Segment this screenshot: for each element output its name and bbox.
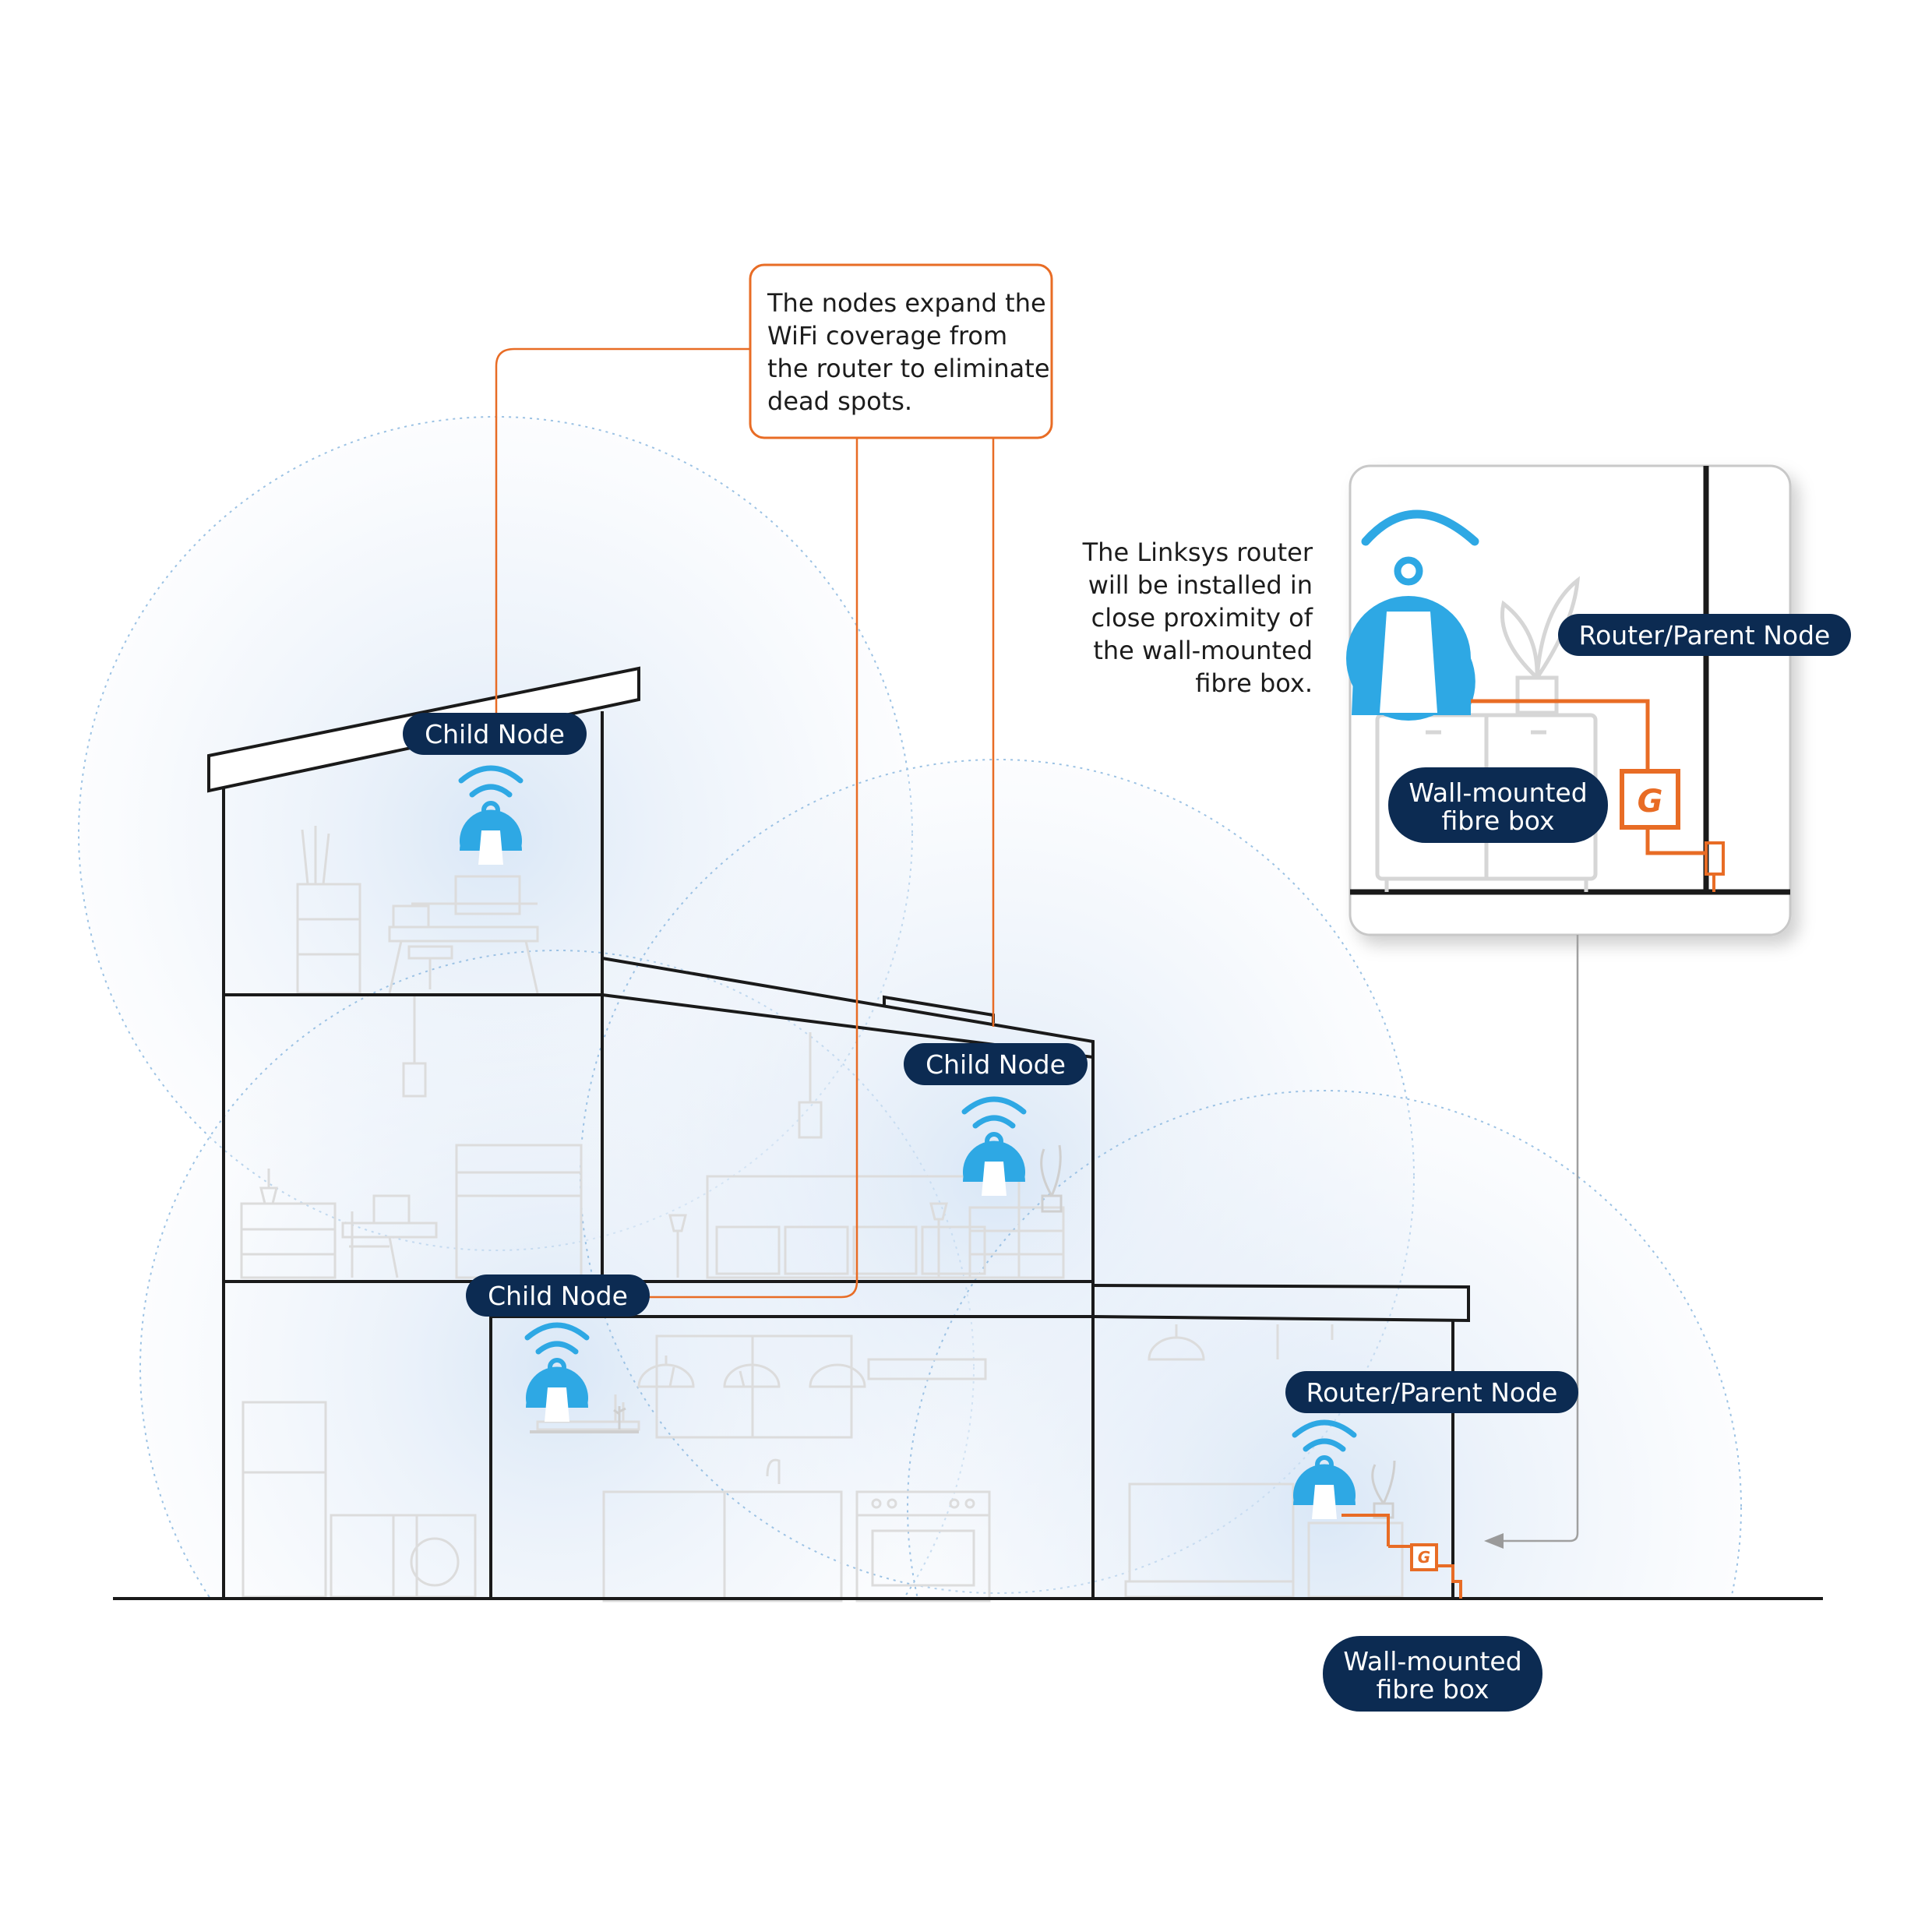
callout-line: dead spots. xyxy=(767,386,912,416)
router-note-line: the wall-mounted xyxy=(1093,636,1313,665)
plant-icon xyxy=(1040,1144,1396,1519)
child-node-label-text: Child Node xyxy=(425,719,565,749)
router-note: The Linksys router will be installed in … xyxy=(1082,538,1313,698)
svg-text:G: G xyxy=(1638,784,1663,820)
fibre-box-label: Wall-mounted fibre box xyxy=(1323,1636,1542,1712)
router-parent-node-label-text: Router/Parent Node xyxy=(1306,1377,1558,1408)
router-note-line: will be installed in xyxy=(1088,570,1313,600)
child-node-label-top: Child Node xyxy=(403,713,587,755)
fibre-box-label-text: fibre box xyxy=(1376,1674,1489,1705)
router-inset-panel: G xyxy=(1346,464,1792,936)
inset-router-label-text: Router/Parent Node xyxy=(1579,620,1831,650)
callout-line: the router to eliminate xyxy=(767,354,1050,383)
coverage-callout: The nodes expand the WiFi coverage from … xyxy=(749,263,1053,439)
child-node-label-bottom: Child Node xyxy=(466,1274,650,1317)
inset-fibre-box-label: Wall-mounted fibre box xyxy=(1388,767,1608,843)
svg-text:G: G xyxy=(1418,1548,1430,1567)
callout-line: The nodes expand the xyxy=(767,288,1046,318)
child-node-label-text: Child Node xyxy=(925,1049,1066,1080)
shelf xyxy=(530,1406,639,1433)
callout-connectors xyxy=(495,347,995,1299)
inset-fibre-box-label-text: Wall-mounted xyxy=(1408,777,1587,808)
router-note-line: close proximity of xyxy=(1091,603,1313,633)
router-parent-node-label: Router/Parent Node xyxy=(1285,1371,1578,1413)
inset-connector xyxy=(1484,935,1579,1549)
wifi-signal-icon xyxy=(1361,509,1479,586)
fibre-box-icon: G xyxy=(1341,1514,1462,1599)
child-node-label-text: Child Node xyxy=(488,1281,628,1311)
router-note-line: The Linksys router xyxy=(1082,538,1313,567)
child-node-label-right: Child Node xyxy=(904,1043,1088,1085)
callout-line: WiFi coverage from xyxy=(767,321,1007,351)
inset-router-parent-node-label: Router/Parent Node xyxy=(1558,614,1851,656)
router-note-line: fibre box. xyxy=(1195,668,1313,698)
inset-fibre-box-label-text: fibre box xyxy=(1441,806,1554,836)
fibre-box-label-text: Wall-mounted xyxy=(1343,1646,1521,1676)
